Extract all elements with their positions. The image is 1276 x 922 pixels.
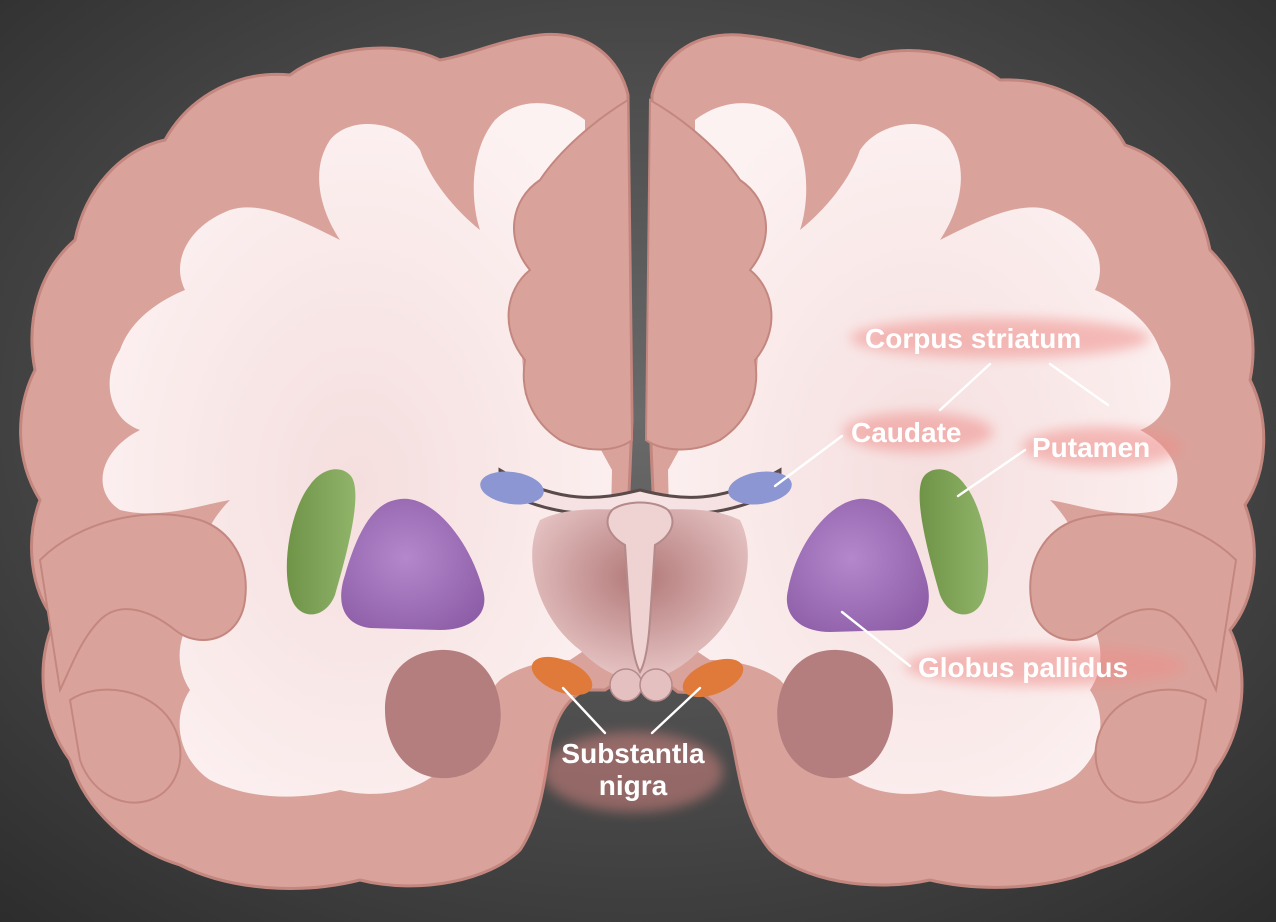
label-globus-pallidus: Globus pallidus xyxy=(918,652,1128,683)
label-caudate: Caudate xyxy=(851,417,961,448)
left-mammillary-body xyxy=(610,669,642,701)
right-mammillary-body xyxy=(640,669,672,701)
label-putamen: Putamen xyxy=(1032,432,1150,463)
label-corpus-striatum: Corpus striatum xyxy=(865,323,1081,354)
left-thalamus xyxy=(385,650,501,778)
label-substantia-nigra-line1: Substantla xyxy=(561,738,705,769)
label-substantia-nigra-line2: nigra xyxy=(599,770,668,801)
right-thalamus xyxy=(777,650,893,778)
